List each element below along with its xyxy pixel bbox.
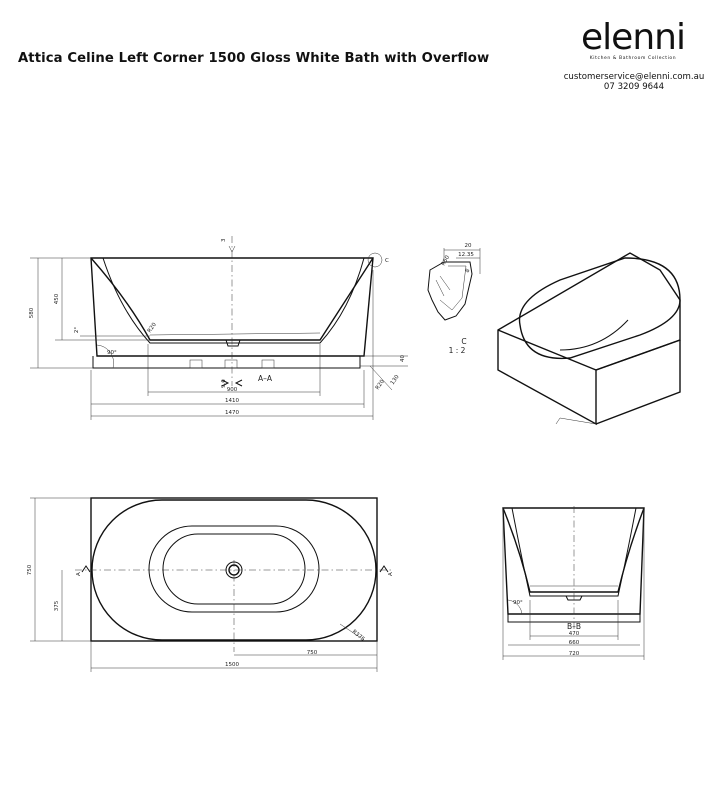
dim-660: 660 bbox=[569, 640, 580, 646]
contact-email[interactable]: customerservice@elenni.com.au bbox=[563, 72, 705, 82]
iso-basin-line bbox=[559, 319, 629, 351]
dim-d750: 750 bbox=[307, 650, 318, 656]
dim-1470: 1470 bbox=[225, 410, 239, 416]
dim-r50: R50 bbox=[441, 254, 452, 267]
iso-rim bbox=[518, 257, 681, 360]
dim-40: 40 bbox=[400, 355, 406, 362]
dim-720: 720 bbox=[569, 651, 580, 657]
dim-12-35: 12.35 bbox=[458, 252, 474, 258]
bb-waste bbox=[565, 595, 583, 601]
dim-8: 8 bbox=[465, 268, 472, 274]
dim-450: 450 bbox=[54, 293, 60, 304]
contact-phone[interactable]: 07 3209 9644 bbox=[603, 82, 665, 92]
dim-470: 470 bbox=[569, 631, 580, 637]
dim-r20b: R20 bbox=[375, 378, 386, 391]
bb-inner-profile bbox=[502, 507, 645, 593]
plan-rim bbox=[91, 499, 377, 641]
contact-block: customerservice@elenni.com.au 07 3209 96… bbox=[560, 72, 708, 92]
dim-w1500: 1500 bbox=[225, 662, 239, 668]
detail-c-scale: 1 : 2 bbox=[449, 346, 466, 355]
brand-logo: elenni Kitchen & Bathroom Collection bbox=[568, 17, 698, 62]
iso-outline bbox=[497, 252, 681, 426]
iso-right-face bbox=[595, 340, 681, 425]
dim-r20: R20 bbox=[147, 321, 158, 334]
dim-top: 3 bbox=[221, 238, 227, 242]
plan-basin-outer bbox=[148, 525, 320, 613]
isometric-view bbox=[497, 252, 681, 426]
dim-20: 20 bbox=[465, 243, 472, 249]
plan-marker-a-left bbox=[81, 565, 91, 573]
dim-90: 90° bbox=[107, 350, 117, 356]
dim-580: 580 bbox=[29, 307, 35, 318]
detail-c-profile bbox=[427, 261, 473, 321]
dim-h375: 375 bbox=[54, 600, 60, 611]
brand-name: elenni bbox=[581, 17, 686, 58]
section-arrow-a-left bbox=[221, 379, 230, 387]
foot-2 bbox=[224, 359, 238, 369]
plan-label-a-left: A bbox=[76, 572, 82, 576]
angle-arc-90 bbox=[96, 344, 114, 369]
dim-bottom: 9.6 bbox=[221, 379, 227, 388]
section-bb-view: 90° B–B 470 660 720 bbox=[502, 506, 645, 660]
bb-outer-profile bbox=[502, 507, 645, 615]
detail-c-marker bbox=[367, 252, 383, 268]
section-arrow-a-right bbox=[234, 379, 243, 387]
foot-1 bbox=[189, 359, 203, 369]
plan-view: A A 750 375 750 1500 R375 bbox=[27, 497, 394, 672]
product-title: Attica Celine Left Corner 1500 Gloss Whi… bbox=[18, 51, 490, 66]
brand-tagline: Kitchen & Bathroom Collection bbox=[589, 56, 677, 61]
plan-basin-inner bbox=[162, 533, 306, 605]
dim-angle-2: 2° bbox=[74, 327, 80, 333]
waste-outlet bbox=[225, 339, 241, 347]
foot-3 bbox=[261, 359, 275, 369]
plan-label-a-right: A bbox=[388, 572, 394, 576]
dim-900: 900 bbox=[227, 387, 238, 393]
detail-c-view: 20 12.35 R50 8 C 1 : 2 bbox=[427, 243, 481, 355]
plan-outline bbox=[90, 497, 378, 642]
bb-angle-90: 90° bbox=[513, 600, 523, 606]
dim-130: 130 bbox=[390, 374, 401, 386]
detail-c-label: C bbox=[461, 337, 466, 346]
bath-wall-line bbox=[102, 257, 365, 344]
dim-1410: 1410 bbox=[225, 398, 239, 404]
section-aa-view: 580 450 2° 90° R20 3 9.6 A–A 900 bbox=[29, 236, 408, 420]
basin-floor-line bbox=[149, 332, 321, 336]
section-aa-label: A–A bbox=[258, 374, 273, 383]
section-bb-label: B–B bbox=[567, 622, 581, 631]
detail-c-tag: C bbox=[385, 258, 389, 264]
plan-marker-a-right bbox=[379, 565, 389, 573]
dim-h750: 750 bbox=[27, 564, 33, 575]
